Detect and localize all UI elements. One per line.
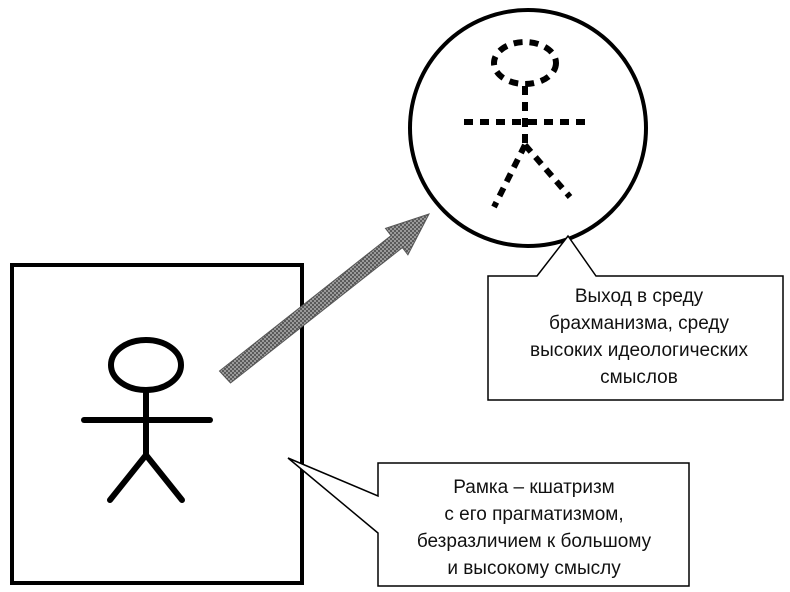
brahmanism-callout-line: высоких идеологических <box>530 340 748 361</box>
kshatrism-callout-line: Рамка – кшатризм <box>453 477 615 498</box>
figure-left-leg <box>107 452 149 503</box>
brahmanism-callout-line: смыслов <box>600 367 678 388</box>
brahmanism-callout-line: брахманизма, среду <box>549 313 729 334</box>
brahmanism-callout-line: Выход в среду <box>574 286 704 307</box>
figure-head <box>108 337 184 393</box>
brahmanism-callout-text: Выход в среду брахманизма, среду высоких… <box>489 283 789 391</box>
dotted-figure-right-leg <box>522 143 573 199</box>
transition-arrow <box>218 213 431 384</box>
kshatrism-callout-text: Рамка – кшатризм с его прагматизмом, без… <box>378 474 690 582</box>
kshatrism-frame <box>10 263 304 585</box>
brahmanism-circle <box>408 8 648 248</box>
dotted-figure-head <box>491 39 559 87</box>
figure-right-leg <box>143 452 185 503</box>
kshatrism-callout-line: с его прагматизмом, <box>444 504 624 525</box>
dotted-figure-left-leg <box>491 143 528 209</box>
solid-stick-figure <box>81 337 213 503</box>
kshatrism-callout-line: и высокому смыслу <box>447 558 621 579</box>
kshatrism-callout-line: безразличием к большому <box>416 531 652 552</box>
brahmanism-callout-shape <box>487 234 784 401</box>
dotted-stick-figure <box>464 39 592 209</box>
kshatrism-callout-shape <box>287 457 690 587</box>
